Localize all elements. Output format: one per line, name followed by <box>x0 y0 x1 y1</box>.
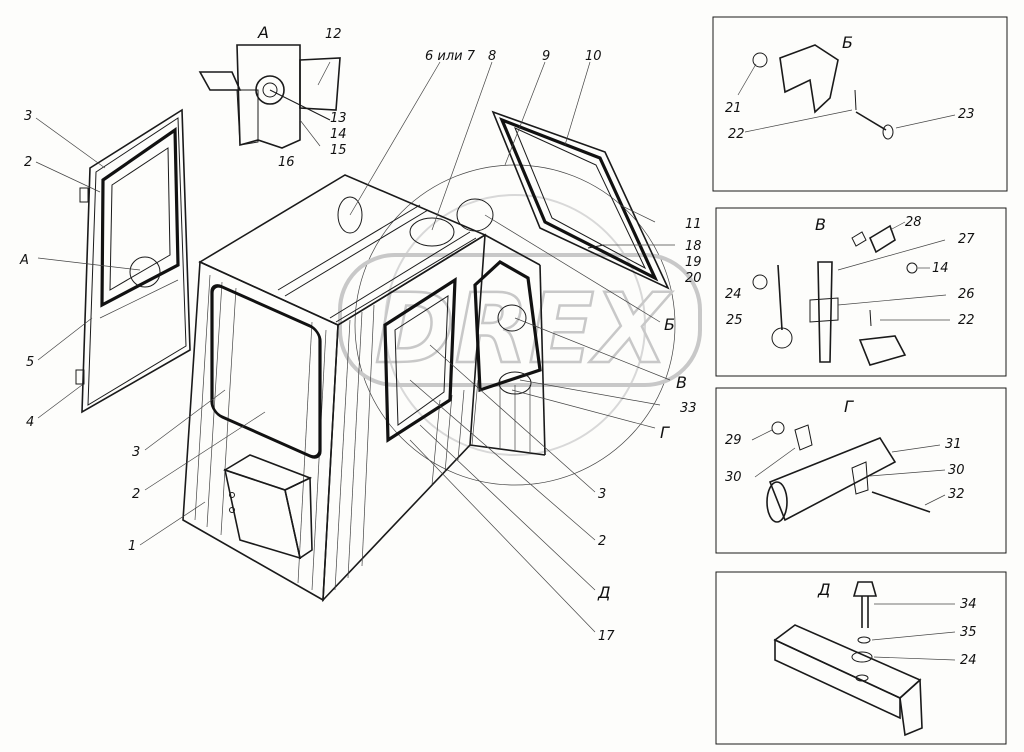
label-6-or-7: 6 или 7 <box>425 49 476 64</box>
detail-a-hinge: А <box>198 23 341 149</box>
panel-v-25: 25 <box>726 313 743 328</box>
panel-v-24: 24 <box>725 287 742 302</box>
panel-d: Д 34 35 24 <box>715 571 1007 745</box>
panel-d-34: 34 <box>960 597 977 612</box>
cab-body <box>182 174 546 603</box>
label-16: 16 <box>278 155 295 170</box>
panel-b: Б 21 22 23 <box>712 16 1008 192</box>
label-d-callout: Д <box>597 583 611 602</box>
panel-v: В 28 27 14 24 26 25 22 <box>715 207 1007 377</box>
label-3-door: 3 <box>24 109 32 124</box>
label-3-side: 3 <box>598 487 606 502</box>
label-11: 11 <box>685 217 702 232</box>
label-1: 1 <box>128 539 136 554</box>
panel-g-30-right: 30 <box>948 463 965 478</box>
panel-g: Г 29 31 30 30 32 <box>715 387 1007 554</box>
panel-v-27: 27 <box>958 232 975 247</box>
roof-hatch <box>491 110 670 290</box>
watermark-logo: DREX <box>338 164 702 486</box>
label-2-door: 2 <box>24 155 32 170</box>
panel-b-22: 22 <box>728 127 745 142</box>
label-a-door: А <box>19 253 29 268</box>
label-8: 8 <box>488 49 496 64</box>
panel-b-title: Б <box>842 33 853 52</box>
watermark-text: DREX <box>375 273 672 385</box>
label-2-front: 2 <box>132 487 140 502</box>
panel-d-title: Д <box>817 580 831 599</box>
door-assembly <box>75 108 191 414</box>
label-2-side: 2 <box>598 534 606 549</box>
main-callouts: 3 2 А 5 4 3 2 1 12 13 14 15 16 6 или 7 8… <box>19 27 702 644</box>
label-17: 17 <box>598 629 615 644</box>
label-18: 18 <box>685 239 702 254</box>
leader-lines <box>35 61 675 633</box>
panel-v-26: 26 <box>958 287 975 302</box>
label-20: 20 <box>685 271 702 286</box>
panel-g-32: 32 <box>948 487 965 502</box>
label-13: 13 <box>330 111 347 126</box>
panel-b-21: 21 <box>725 101 742 116</box>
panel-g-31: 31 <box>945 437 962 452</box>
label-9: 9 <box>542 49 550 64</box>
label-4: 4 <box>26 415 34 430</box>
label-g-callout: Г <box>660 423 670 442</box>
label-3-front: 3 <box>132 445 140 460</box>
panel-d-24: 24 <box>960 653 977 668</box>
label-5: 5 <box>26 355 34 370</box>
panel-g-title: Г <box>844 397 854 416</box>
label-10: 10 <box>585 49 602 64</box>
label-12: 12 <box>325 27 342 42</box>
panel-v-14: 14 <box>932 261 949 276</box>
label-v-callout: В <box>676 373 687 392</box>
label-b-callout: Б <box>664 315 675 334</box>
panel-v-22: 22 <box>958 313 975 328</box>
label-19: 19 <box>685 255 702 270</box>
panel-d-35: 35 <box>960 625 977 640</box>
panel-b-23: 23 <box>958 107 975 122</box>
panel-g-30-left: 30 <box>725 470 742 485</box>
label-33: 33 <box>680 401 697 416</box>
panel-g-29: 29 <box>725 433 742 448</box>
detail-a-title: А <box>257 23 269 42</box>
label-14: 14 <box>330 127 347 142</box>
panel-v-28: 28 <box>905 215 922 230</box>
panel-v-title: В <box>815 215 826 234</box>
label-15: 15 <box>330 143 347 158</box>
